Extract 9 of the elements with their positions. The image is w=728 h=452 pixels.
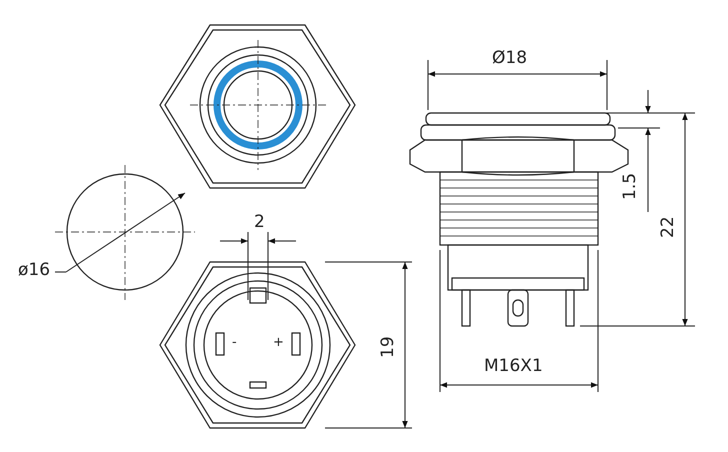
dimension-label: 1.5 bbox=[622, 172, 639, 200]
dimension-label: 19 bbox=[380, 336, 397, 358]
dimension-label: ø16 bbox=[18, 262, 50, 279]
dimension-label: 22 bbox=[660, 216, 677, 238]
dimension-label: M16X1 bbox=[484, 358, 543, 375]
polarity-mark: + bbox=[273, 336, 284, 349]
polarity-mark: - bbox=[232, 336, 237, 349]
dimension-label: Ø18 bbox=[492, 50, 528, 67]
dimension-label: 2 bbox=[254, 214, 265, 231]
